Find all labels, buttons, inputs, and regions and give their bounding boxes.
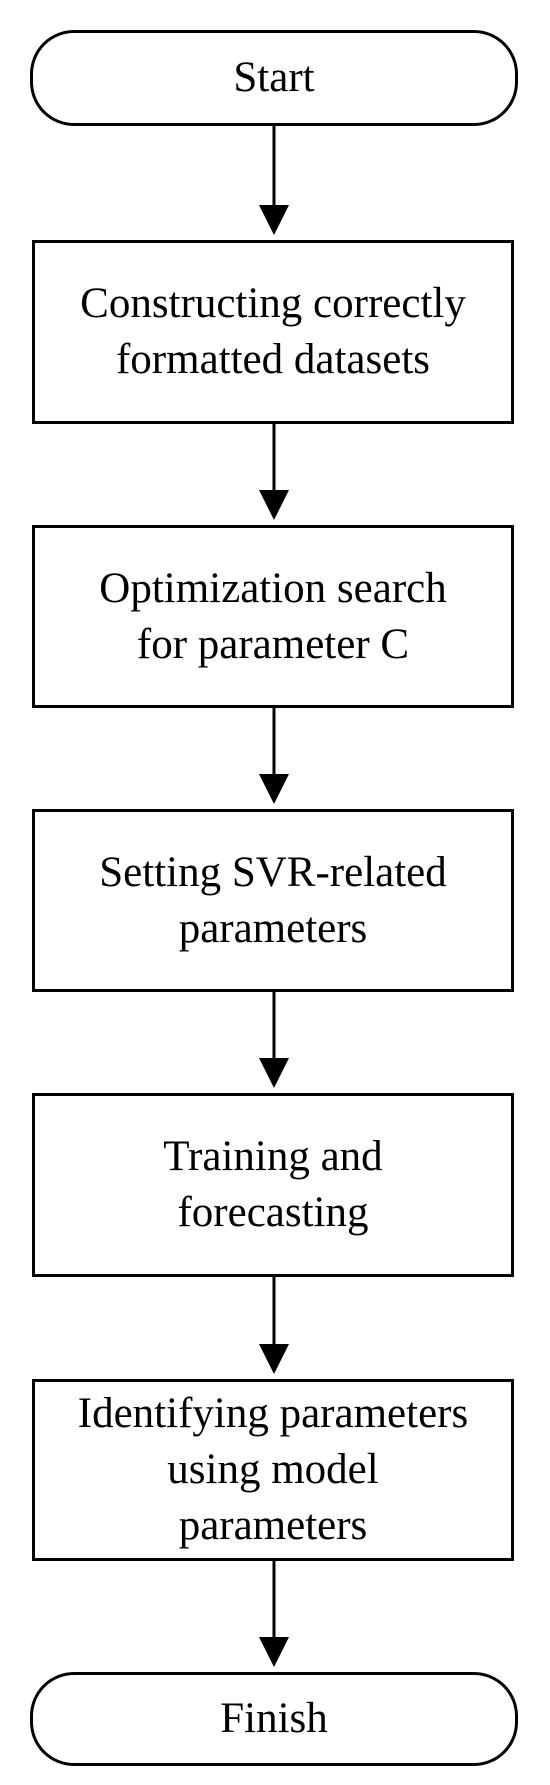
step-construct-datasets: Constructing correctly formatted dataset… bbox=[32, 240, 514, 424]
step-1-line-1: Constructing correctly bbox=[80, 280, 466, 327]
step-2-line-1: Optimization search bbox=[99, 564, 447, 612]
finish-label: Finish bbox=[220, 1695, 328, 1742]
step-3-line-1: Setting SVR-related bbox=[99, 848, 447, 896]
step-training-forecasting: Training and forecasting bbox=[32, 1093, 514, 1277]
step-setting-svr-parameters: Setting SVR-related parameters bbox=[32, 809, 514, 992]
step-2-line-2: for parameter C bbox=[136, 620, 410, 668]
step-5-line-3: parameters bbox=[178, 1502, 368, 1549]
step-5-line-2: using model bbox=[167, 1446, 379, 1493]
finish-terminal: Finish bbox=[30, 1672, 518, 1766]
step-identifying-parameters: Identifying parameters using model param… bbox=[32, 1379, 514, 1561]
step-1-line-2: formatted datasets bbox=[115, 336, 431, 383]
step-5-line-1: Identifying parameters bbox=[77, 1390, 469, 1437]
step-4-line-1: Training and bbox=[163, 1133, 383, 1180]
start-label: Start bbox=[233, 54, 315, 101]
step-4-line-2: forecasting bbox=[177, 1189, 369, 1236]
step-3-line-2: parameters bbox=[178, 904, 368, 952]
step-optimization-search: Optimization search for parameter C bbox=[32, 525, 514, 708]
start-terminal: Start bbox=[30, 30, 518, 126]
